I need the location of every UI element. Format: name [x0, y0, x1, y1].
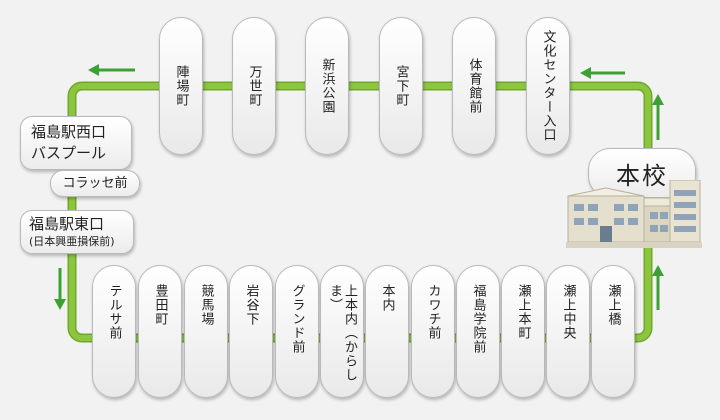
stop-label: カワチ前 [425, 284, 441, 340]
station-west-box: 福島駅西口 バスプール [20, 116, 132, 170]
station-west-name: 福島駅西口 [31, 123, 107, 141]
stop-label: テルサ前 [106, 284, 122, 340]
stop-label: 競馬場 [198, 284, 214, 326]
stop-label: 瀬上橋 [605, 284, 621, 326]
school-name: 本校 [616, 161, 668, 190]
stop-label: 瀬上本町 [515, 284, 531, 340]
stop-label: 上本内（からしま） [327, 284, 357, 382]
station-east-landmark: (日本興亜損保前) [29, 235, 115, 248]
stop-bottom-7: 本内 [365, 265, 409, 398]
arrow-down-left-icon [54, 268, 66, 310]
school-building-icon [566, 180, 702, 248]
arrow-up-right-lower-icon [652, 265, 664, 310]
stop-top-2: 万世町 [232, 17, 276, 155]
stop-bottom-1: テルサ前 [92, 265, 136, 398]
arrow-left-top-left-icon [88, 64, 135, 76]
stop-label: 陣場町 [173, 65, 189, 107]
stop-label: 体育館前 [466, 58, 482, 114]
stop-label: グランド前 [289, 284, 305, 354]
stop-bottom-6: 上本内（からしま） [320, 265, 364, 398]
stop-bottom-8: カワチ前 [411, 265, 455, 398]
arrow-up-right-upper-icon [652, 94, 664, 140]
stop-top-6: 文化センター入口 [526, 17, 570, 155]
stop-bottom-2: 豊田町 [138, 265, 182, 398]
stop-label: 福島学院前 [470, 284, 486, 354]
stop-label: 瀬上中央 [560, 284, 576, 340]
stop-label: 万世町 [246, 65, 262, 107]
station-east-name: 福島駅東口 [29, 215, 105, 233]
stop-label: 豊田町 [152, 284, 168, 326]
stop-corasse-box: コラッセ前 [50, 170, 140, 197]
stop-label: 岩谷下 [243, 284, 259, 326]
stop-bottom-4: 岩谷下 [229, 265, 273, 398]
stop-top-1: 陣場町 [159, 17, 203, 155]
stop-bottom-12: 瀬上橋 [591, 265, 635, 398]
stop-top-3: 新浜公園 [305, 17, 349, 155]
stop-top-4: 宮下町 [379, 17, 423, 155]
stop-label: 宮下町 [393, 65, 409, 107]
stop-corasse-label: コラッセ前 [62, 176, 128, 191]
stop-bottom-10: 瀬上本町 [501, 265, 545, 398]
station-east-box: 福島駅東口 (日本興亜損保前) [20, 210, 134, 254]
stop-top-5: 体育館前 [452, 17, 496, 155]
stop-bottom-5: グランド前 [275, 265, 319, 398]
stop-label: 本内 [379, 284, 395, 312]
stop-label: 文化センター入口 [540, 30, 556, 142]
stop-bottom-3: 競馬場 [184, 265, 228, 398]
stop-bottom-9: 福島学院前 [456, 265, 500, 398]
stop-label: 新浜公園 [319, 58, 335, 114]
station-west-pool: バスプール [31, 144, 107, 162]
arrow-left-top-right-icon [580, 67, 625, 79]
stop-bottom-11: 瀬上中央 [546, 265, 590, 398]
